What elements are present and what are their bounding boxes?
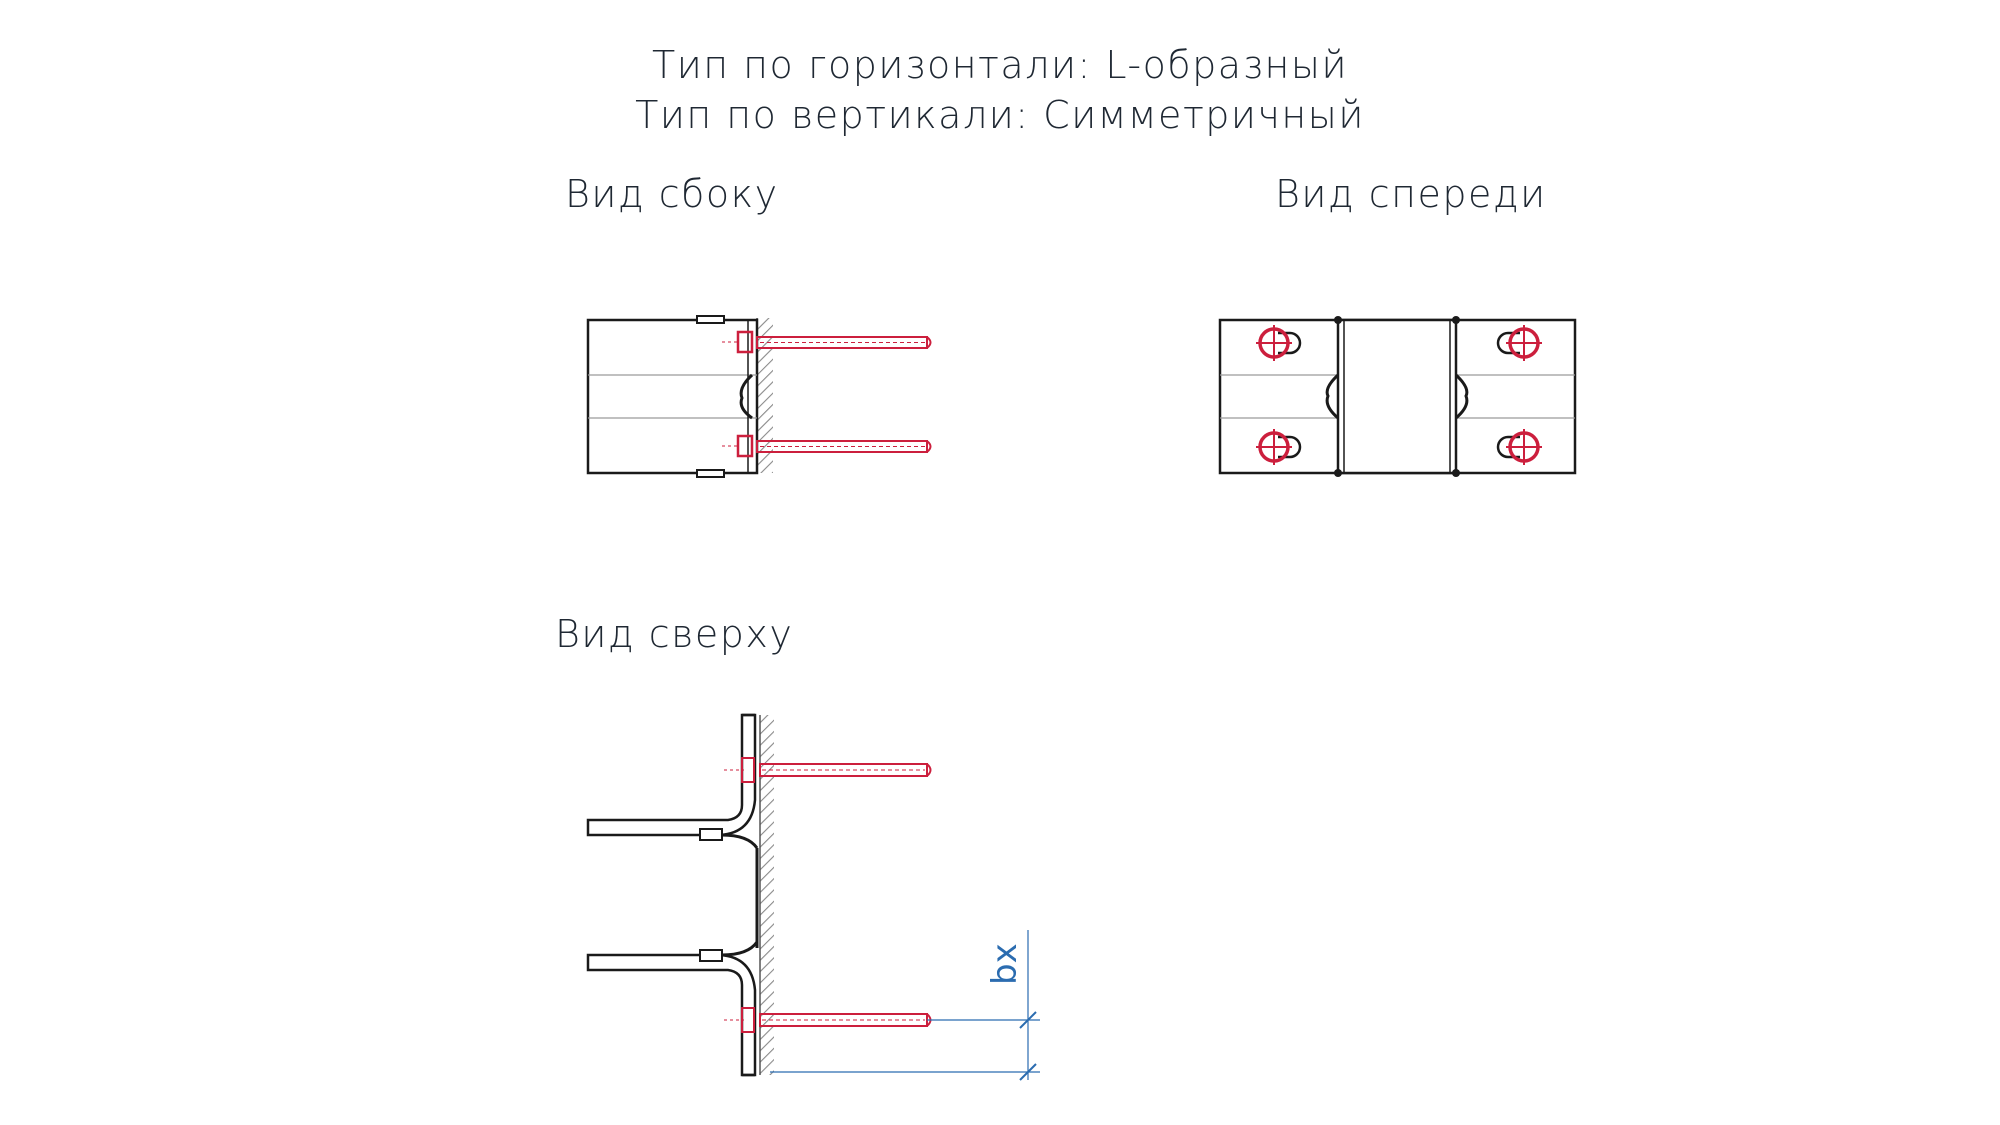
upper-l-bracket bbox=[586, 713, 759, 849]
front-view bbox=[1218, 316, 1577, 477]
bracket-body bbox=[586, 318, 759, 475]
top-anchor-upper bbox=[724, 757, 932, 783]
dimension-label: bx bbox=[985, 943, 1025, 985]
connector-band bbox=[1336, 318, 1458, 475]
anchor-bolt-lower bbox=[722, 434, 932, 458]
side-view bbox=[586, 315, 932, 478]
anchor-head-bottom-left bbox=[1256, 429, 1302, 465]
anchor-head-top-right bbox=[1496, 325, 1542, 361]
profile-bulge bbox=[739, 373, 754, 420]
front-view-title: Вид спереди bbox=[1275, 172, 1547, 216]
top-view-title: Вид сверху bbox=[555, 612, 793, 656]
front-bulge-right bbox=[1454, 373, 1469, 420]
side-view-title: Вид сбоку bbox=[565, 172, 779, 216]
wall-hatch bbox=[757, 318, 773, 473]
anchor-bolt-upper bbox=[722, 330, 932, 354]
anchor-head-top-left bbox=[1256, 325, 1302, 361]
top-view: bx bbox=[586, 713, 1040, 1081]
vertical-type-label: Тип по вертикали: Симметричный bbox=[635, 93, 1365, 137]
top-wall-hatch bbox=[760, 715, 774, 1075]
dimension-tick-upper bbox=[1019, 1011, 1037, 1029]
anchor-head-bottom-right bbox=[1496, 429, 1542, 465]
dimension-tick-lower bbox=[1019, 1063, 1037, 1081]
top-anchor-lower bbox=[724, 1007, 932, 1033]
dimension-bx: bx bbox=[770, 930, 1040, 1081]
slide-tab-bottom bbox=[696, 469, 725, 478]
front-bulge-left bbox=[1325, 373, 1340, 420]
slide-tab-top bbox=[696, 315, 725, 324]
lower-l-bracket bbox=[586, 941, 759, 1077]
horizontal-type-label: Тип по горизонтали: L-образный bbox=[652, 43, 1348, 87]
